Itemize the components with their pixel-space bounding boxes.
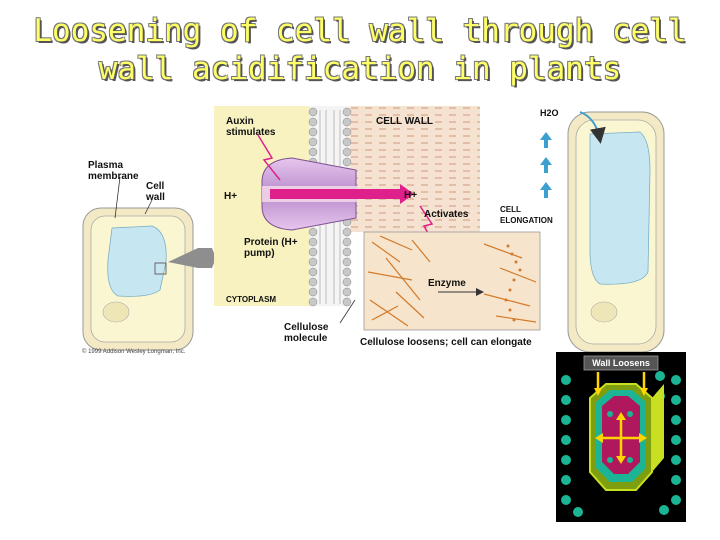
detail-panel — [214, 106, 541, 331]
cell-wall-pointer — [144, 199, 153, 215]
water-inflow-arrow — [579, 111, 606, 144]
zoom-box — [154, 262, 167, 275]
elongated-cell — [567, 111, 665, 353]
cell-wall-heading: CELL WALL — [376, 116, 434, 127]
zoom-arrow — [168, 248, 216, 268]
cell-elongation-label: CELL ELONGATION — [500, 205, 553, 225]
plasma-membrane-bilayer — [308, 107, 352, 307]
cellulose-loosens-label: Cellulose loosens; cell can elongate — [360, 337, 532, 348]
plasma-membrane-pointer — [114, 176, 121, 219]
protein-pump-label: Protein (H+ pump) — [244, 237, 298, 259]
water-label: H2O — [540, 108, 559, 118]
h-plus-outside: H+ — [404, 190, 418, 201]
small-cell — [82, 207, 194, 351]
auxin-signal — [257, 134, 281, 181]
cell-wall-label: Cell wall — [146, 181, 165, 203]
activates-label: Activates — [424, 209, 469, 220]
cellulose-molecule-label: Cellulose molecule — [284, 322, 329, 344]
auxin-label: Auxin stimulates — [226, 116, 276, 138]
wall-loosens-heading: Wall Loosens — [592, 358, 650, 368]
cytoplasm-label: CYTOPLASM — [226, 295, 277, 304]
copyright-text: © 1999 Addison Wesley Longman, Inc. — [82, 349, 186, 355]
h-plus-inside: H+ — [224, 191, 238, 202]
title-line-2: wall acidification in plants — [98, 51, 622, 87]
plasma-membrane-label: Plasma membrane — [88, 160, 139, 182]
elongation-arrows — [540, 132, 552, 198]
slide-title: Loosening of cell wall through cell wall… — [0, 12, 720, 88]
cellulose-fragments — [504, 244, 522, 322]
proton-flow-arrow — [270, 184, 414, 204]
title-line-1: Loosening of cell wall through cell — [33, 13, 687, 49]
cellulose-pointer — [339, 299, 356, 324]
wall-loosens-inset — [556, 352, 686, 522]
enzyme-label: Enzyme — [428, 278, 466, 289]
